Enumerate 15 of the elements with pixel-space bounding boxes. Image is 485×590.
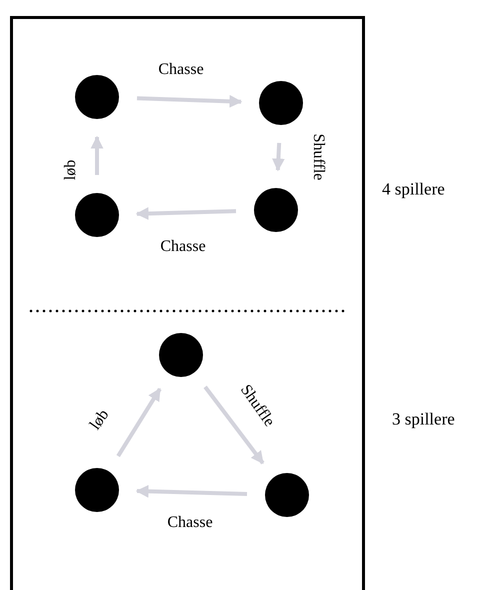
arrow xyxy=(136,94,242,108)
arrow xyxy=(272,142,285,172)
player-count-label: 3 spillere xyxy=(392,410,455,428)
arrow xyxy=(136,207,236,220)
edge-label: løb xyxy=(63,160,79,180)
arrow xyxy=(136,484,248,498)
edge-label: Chasse xyxy=(167,515,213,531)
edge-label: løb xyxy=(88,407,112,433)
arrow xyxy=(116,388,162,458)
arrow xyxy=(204,386,264,464)
edge-label: Shuffle xyxy=(310,134,326,180)
edge-label: Chasse xyxy=(158,62,204,78)
player-count-label: 4 spillere xyxy=(382,180,445,198)
arrow xyxy=(90,136,104,175)
edge-label: Chasse xyxy=(160,239,206,255)
